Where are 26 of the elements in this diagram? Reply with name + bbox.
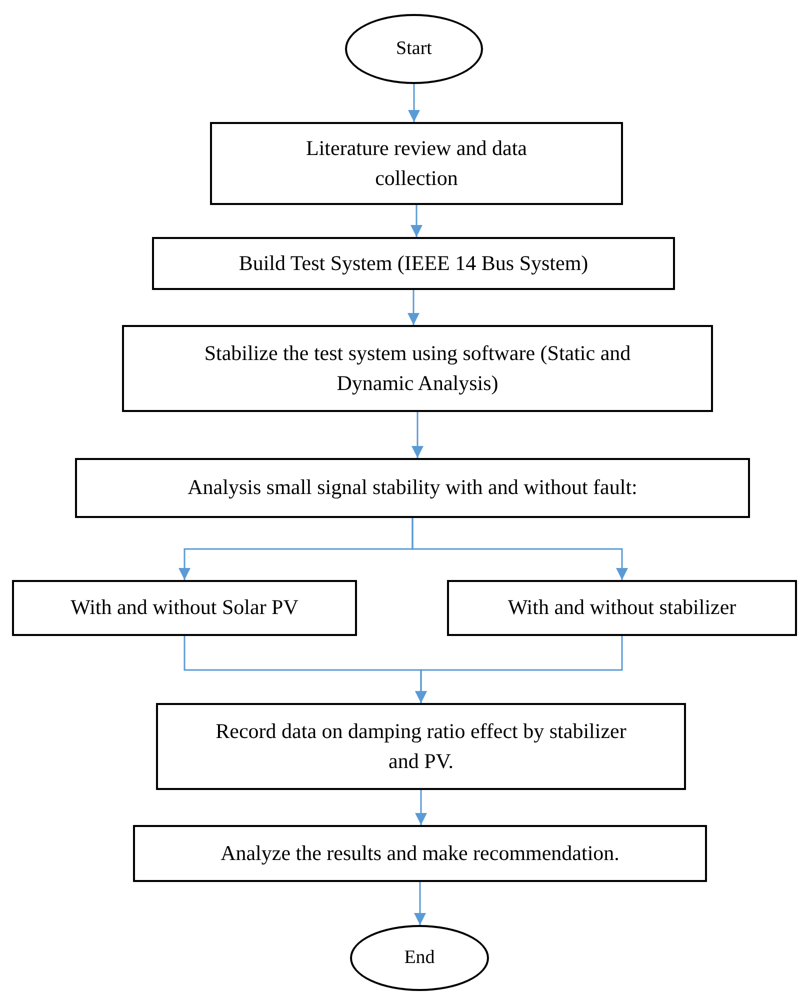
process-box: [122, 325, 713, 412]
arrow: [412, 518, 628, 580]
node-text: Literature review and data collection: [305, 135, 528, 192]
node-text: End: [404, 946, 435, 970]
arrow: [412, 412, 424, 458]
node-text: Record data on damping ratio effect by stabilizer and PV.: [214, 718, 628, 774]
arrow: [410, 205, 422, 237]
arrow: [414, 882, 426, 925]
arrow: [415, 790, 427, 825]
arrow: [408, 290, 420, 325]
node-text: Build Test System (IEEE 14 Bus System): [238, 250, 588, 277]
node-text: With and without Solar PV: [70, 594, 298, 622]
node-text: Start: [396, 36, 432, 61]
node-text: Stabilize the test system using software (Static and Dynamic Analysis): [203, 340, 632, 396]
process-box: [152, 237, 675, 290]
process-box: [75, 458, 750, 518]
process-box: [156, 703, 686, 790]
node-text: Analyze the results and make recommendation.: [220, 840, 620, 867]
node-text: With and without stabilizer: [508, 594, 736, 622]
process-box: [210, 122, 623, 205]
arrow: [408, 84, 420, 122]
process-box: [12, 580, 357, 636]
process-box: [447, 580, 797, 636]
arrow: [415, 636, 623, 703]
process-box: [133, 825, 707, 882]
node-text: Analysis small signal stability with and without fault:: [188, 474, 638, 502]
